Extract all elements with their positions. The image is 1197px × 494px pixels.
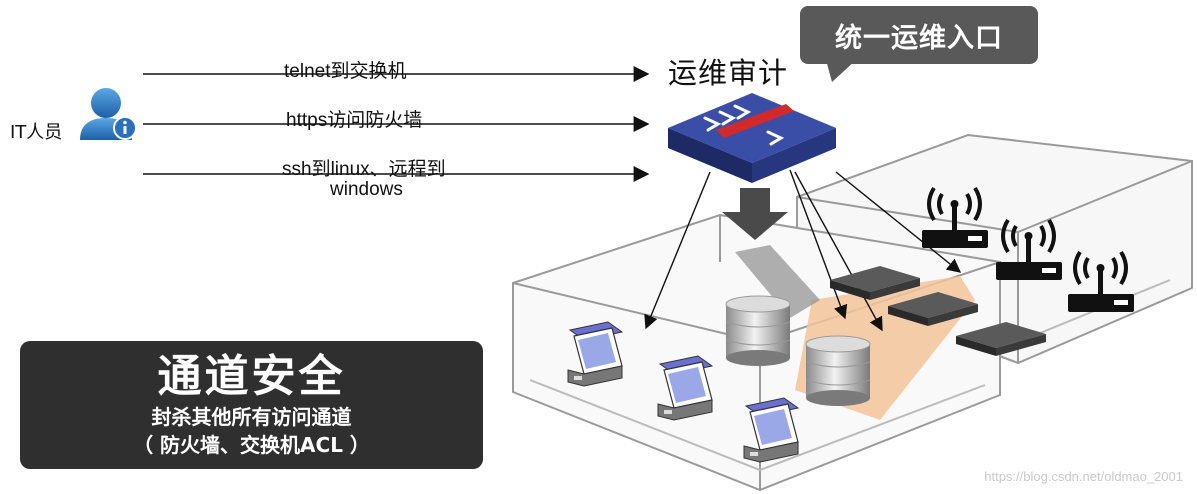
callout-text: 统一运维入口 [835, 22, 1003, 54]
channel-security-line1: 封杀其他所有访问通道 [151, 405, 352, 429]
flow-shadow [735, 245, 820, 318]
unified-entry-callout: 统一运维入口 [800, 6, 1038, 64]
https-label: https访问防火墙 [286, 110, 423, 131]
access-arrows [143, 66, 650, 182]
audit-title: 运维审计 [668, 56, 789, 90]
windows-label: windows [330, 179, 403, 200]
telnet-label: telnet到交换机 [284, 61, 407, 82]
switch-icon [830, 266, 920, 300]
ssh-label: ssh到linux、远程到 [282, 159, 446, 180]
wireless-router-icon [1068, 250, 1134, 312]
wireless-router-icon [922, 186, 988, 248]
main-flow-arrow [722, 188, 788, 240]
distribution-arrows [644, 169, 962, 332]
switch-icon [956, 322, 1046, 356]
database-icon [725, 295, 791, 366]
audit-appliance-icon [668, 93, 836, 183]
database-icon [805, 335, 871, 406]
server-document-icon [743, 397, 800, 463]
watermark: https://blog.csdn.net/oldmao_2001 [984, 469, 1183, 484]
channel-security-line2: （ 防火墙、交换机ACL ） [133, 433, 370, 457]
channel-security-title: 通道安全 [157, 351, 346, 402]
user-info-icon [80, 88, 137, 140]
channel-security-box: 通道安全 封杀其他所有访问通道 （ 防火墙、交换机ACL ） [20, 341, 483, 469]
it-staff-label: IT人员 [10, 122, 63, 143]
callout-tail [826, 60, 856, 82]
switch-icon [888, 292, 978, 326]
server-document-icon [657, 355, 714, 421]
server-document-icon [567, 321, 624, 387]
wireless-router-icon [996, 218, 1062, 280]
